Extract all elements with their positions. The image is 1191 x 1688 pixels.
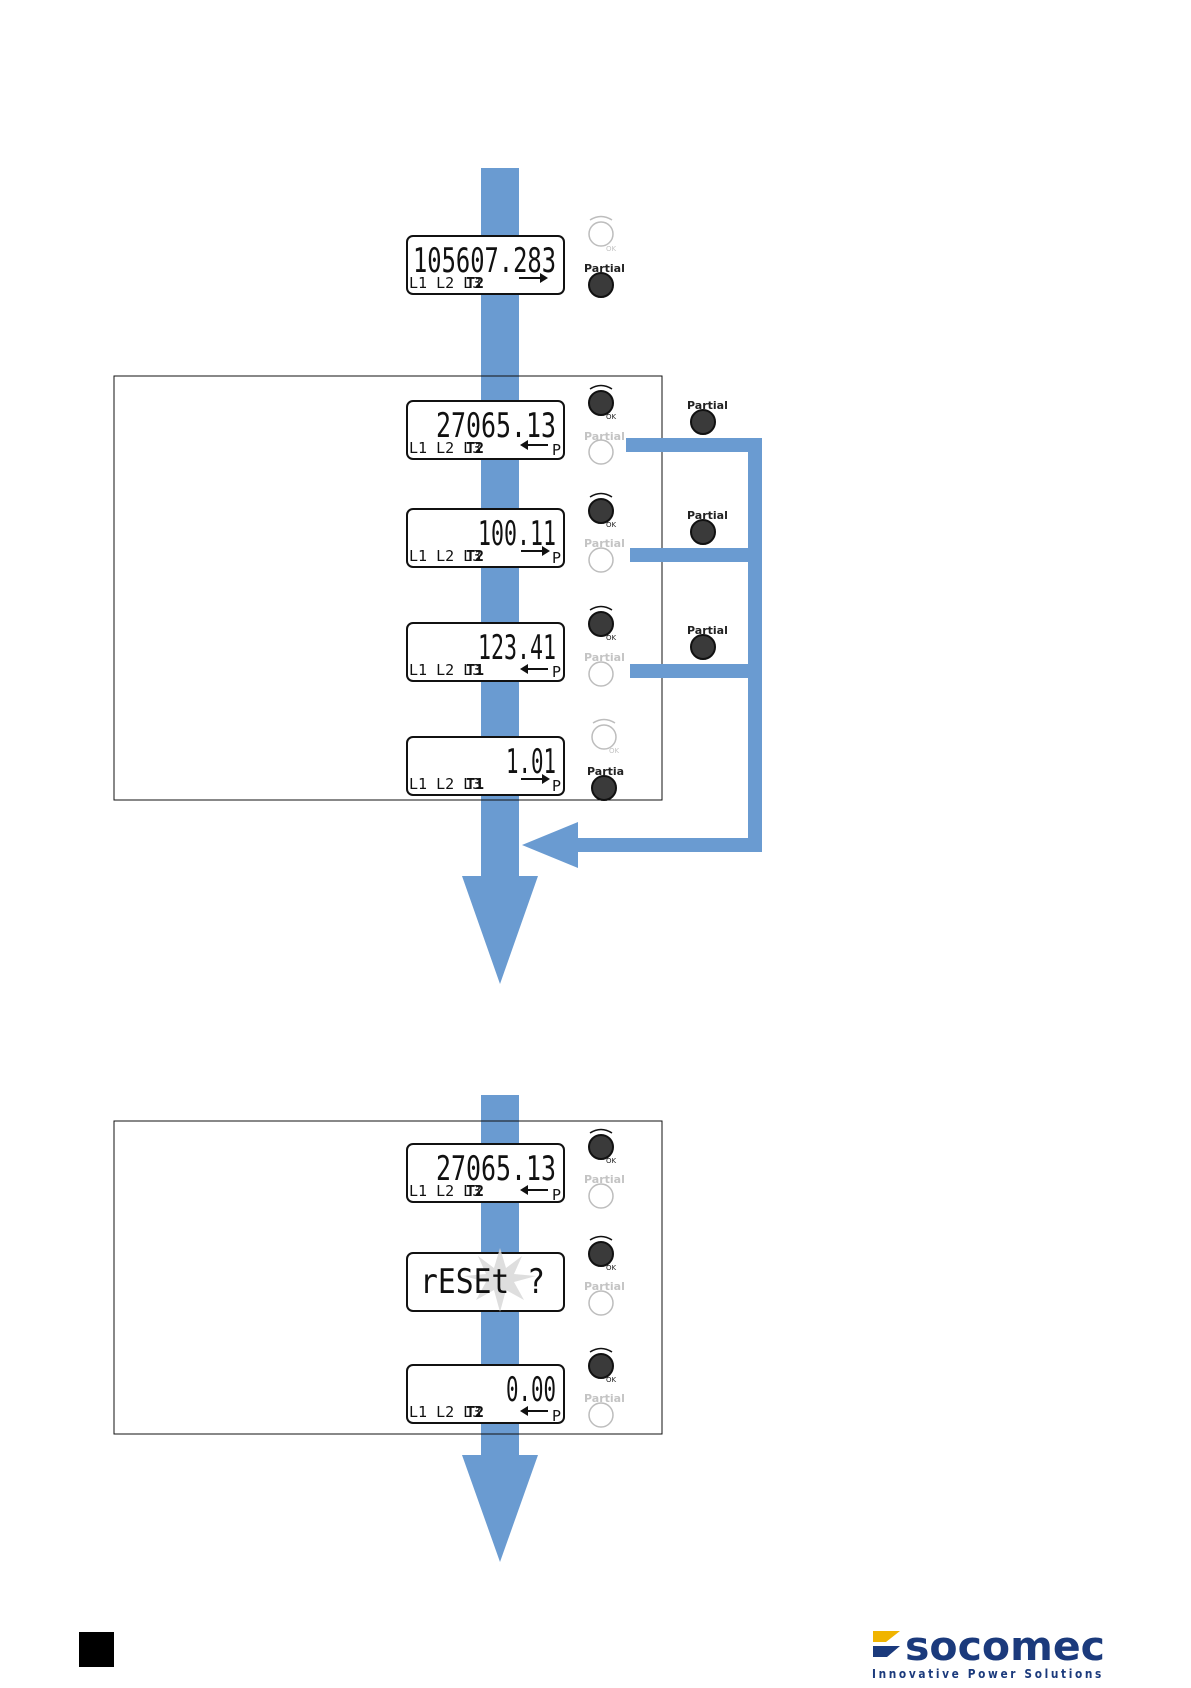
lcd-display-reset-prompt: rESEt ?	[406, 1248, 565, 1312]
lcd-display-partial-t1-export: 123.41 L1 L2 L3 T1 P	[406, 622, 565, 682]
ok-knob-pressed[interactable]: OK	[588, 605, 617, 643]
arrow-left-icon	[520, 1185, 548, 1195]
lcd-value: 27065.13	[436, 406, 556, 446]
partial-label: Partial	[584, 262, 625, 275]
side-partial-button-pressed[interactable]	[690, 519, 716, 545]
submenu-frame-top	[113, 375, 663, 801]
lcd-phases: L1 L2 L3	[409, 547, 481, 565]
lcd-tariff: T1	[466, 661, 484, 679]
lcd-tariff: T2	[466, 1403, 484, 1421]
ok-label: OK	[606, 1264, 617, 1272]
lcd-display-total: 27065.13 L1 L2 L3 T2 P	[406, 400, 565, 460]
lcd-display-partial-t2-export: 27065.13 L1 L2 L3 T2 P	[406, 1143, 565, 1204]
partial-return-bracket	[522, 438, 762, 868]
lcd-phases: L1 L2 L3	[409, 661, 481, 679]
partial-button[interactable]	[588, 1290, 614, 1316]
partial-label: Partia	[587, 765, 624, 778]
partial-label: Partial	[584, 430, 625, 443]
lcd-tariff: T2	[466, 274, 484, 292]
ok-label: OK	[606, 413, 617, 421]
lcd-tariff: T1	[466, 775, 484, 793]
side-partial-label: Partial	[687, 509, 728, 522]
side-partial-button-pressed[interactable]	[690, 634, 716, 660]
partial-button-pressed[interactable]	[591, 775, 617, 801]
lcd-display-initial: 105607.283 L1 L2 L3 T2	[406, 235, 565, 295]
arrow-left-icon	[520, 664, 548, 674]
partial-button[interactable]	[588, 661, 614, 687]
lcd-phases: L1 L2 L3	[409, 775, 481, 793]
lcd-value: 0.00	[506, 1370, 556, 1410]
side-partial-label: Partial	[687, 624, 728, 637]
lcd-phases: L1 L2 L3	[409, 1182, 481, 1200]
lcd-tariff: T2	[466, 1182, 484, 1200]
side-partial-label: Partial	[687, 399, 728, 412]
ok-label: OK	[609, 747, 620, 755]
ok-knob-pressed[interactable]: OK	[588, 492, 617, 530]
page-marker-square	[79, 1632, 114, 1667]
lcd-partial-indicator: P	[552, 1407, 561, 1425]
partial-label: Partial	[584, 651, 625, 664]
brand-wordmark: socomec	[905, 1624, 1105, 1670]
lcd-partial-indicator: P	[552, 663, 561, 681]
ok-knob-light[interactable]: OK	[588, 215, 617, 254]
lcd-partial-indicator: P	[552, 777, 561, 795]
lcd-phases: L1 L2 L3	[409, 439, 481, 457]
submenu-frame-bottom	[113, 1120, 663, 1435]
lcd-value: 1.01	[506, 742, 556, 782]
lcd-display-partial-t2-import: 100.11 L1 L2 L3 T2 P	[406, 508, 565, 568]
ok-label: OK	[606, 1157, 617, 1165]
lcd-tariff: T2	[466, 547, 484, 565]
partial-label: Partial	[584, 1392, 625, 1405]
partial-label: Partial	[584, 1173, 625, 1186]
partial-button[interactable]	[588, 1183, 614, 1209]
socomec-logo: socomec Innovative Power Solutions	[872, 1624, 1105, 1681]
ok-knob-pressed[interactable]: OK	[588, 384, 617, 422]
ok-knob-pressed[interactable]: OK	[588, 1128, 617, 1166]
arrow-right-icon	[519, 273, 548, 283]
ok-label: OK	[606, 634, 617, 642]
partial-button[interactable]	[588, 547, 614, 573]
lcd-tariff: T2	[466, 439, 484, 457]
partial-label: Partial	[584, 1280, 625, 1293]
arrow-right-icon	[521, 546, 550, 556]
arrow-left-icon	[520, 1406, 548, 1416]
ok-label: OK	[606, 521, 617, 529]
arrow-right-icon	[521, 774, 550, 784]
flash-burst-icon	[464, 1248, 536, 1312]
brand-tagline: Innovative Power Solutions	[872, 1667, 1104, 1681]
flow-arrowhead-bottom	[462, 1455, 538, 1562]
lcd-partial-indicator: P	[552, 441, 561, 459]
lcd-display-partial-reset: 0.00 L1 L2 L3 T2 P	[406, 1364, 565, 1425]
lcd-display-partial-t1-import: 1.01 L1 L2 L3 T1 P	[406, 736, 565, 796]
ok-label: OK	[606, 245, 617, 253]
ok-label: OK	[606, 1376, 617, 1384]
lcd-value: 123.41	[478, 628, 556, 668]
ok-knob-pressed[interactable]: OK	[588, 1347, 617, 1385]
ok-knob-pressed[interactable]: OK	[588, 1235, 617, 1273]
arrow-left-icon	[520, 440, 548, 450]
lcd-value: 27065.13	[436, 1149, 556, 1189]
lcd-partial-indicator: P	[552, 549, 561, 567]
partial-label: Partial	[584, 537, 625, 550]
lcd-phases: L1 L2 L3	[409, 274, 481, 292]
lcd-value: rESEt ?	[420, 1262, 545, 1302]
partial-button[interactable]	[588, 439, 614, 465]
lcd-partial-indicator: P	[552, 1186, 561, 1204]
partial-button-pressed[interactable]	[588, 272, 614, 298]
lcd-phases: L1 L2 L3	[409, 1403, 481, 1421]
side-partial-button-pressed[interactable]	[690, 409, 716, 435]
partial-button[interactable]	[588, 1402, 614, 1428]
ok-knob-light[interactable]: OK	[591, 718, 620, 756]
lcd-value: 105607.283	[413, 241, 556, 281]
socomec-emblem-icon	[873, 1631, 900, 1657]
flow-arrowhead-top	[462, 876, 538, 984]
